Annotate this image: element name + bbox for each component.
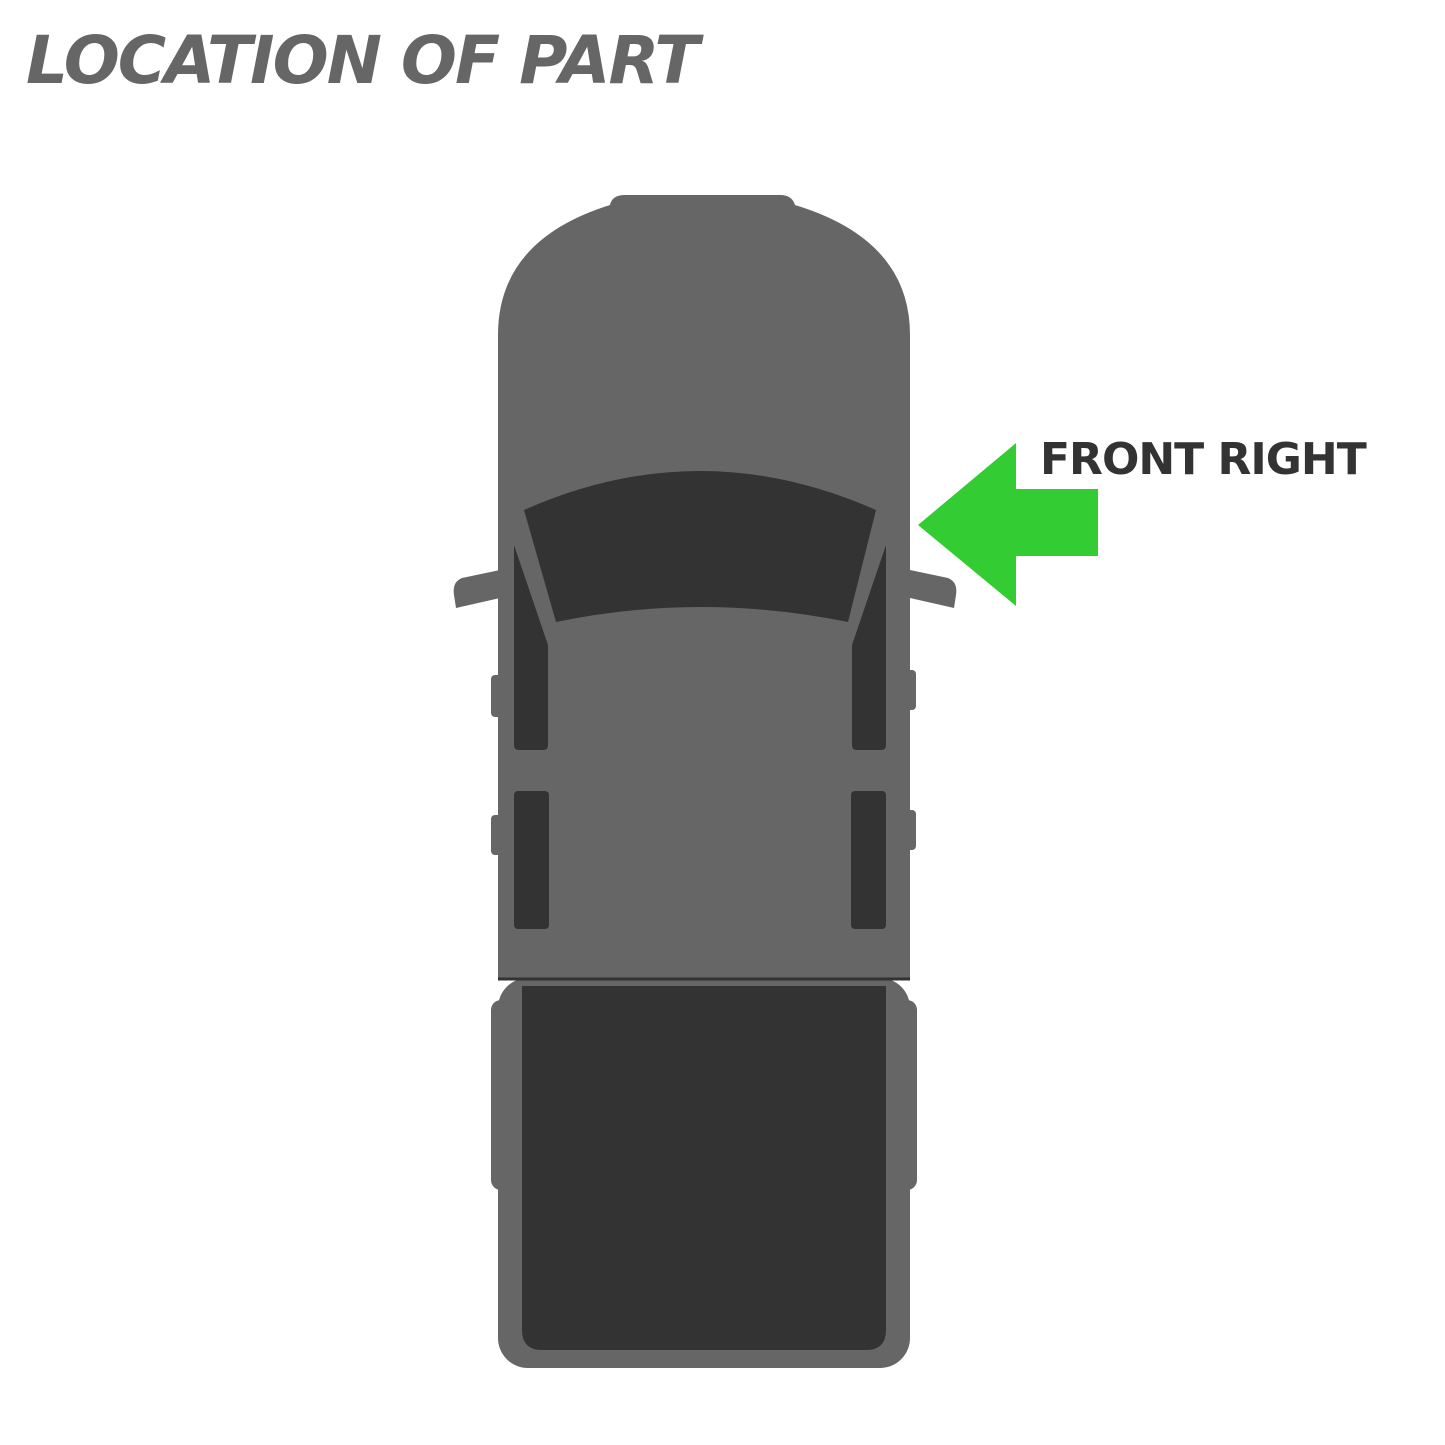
- page-title: LOCATION OF PART: [26, 22, 699, 99]
- front-window-left: [514, 545, 548, 750]
- location-label: FRONT RIGHT: [1040, 434, 1367, 485]
- truck-bed: [522, 986, 886, 1350]
- windshield: [524, 471, 876, 622]
- right-mirror: [910, 570, 957, 608]
- truck-icon: [453, 195, 957, 1368]
- left-mirror: [453, 570, 500, 608]
- rear-window-right: [851, 791, 886, 929]
- rear-window-left: [514, 791, 549, 929]
- front-window-right: [852, 545, 886, 750]
- arrow-left-icon: [918, 443, 1098, 606]
